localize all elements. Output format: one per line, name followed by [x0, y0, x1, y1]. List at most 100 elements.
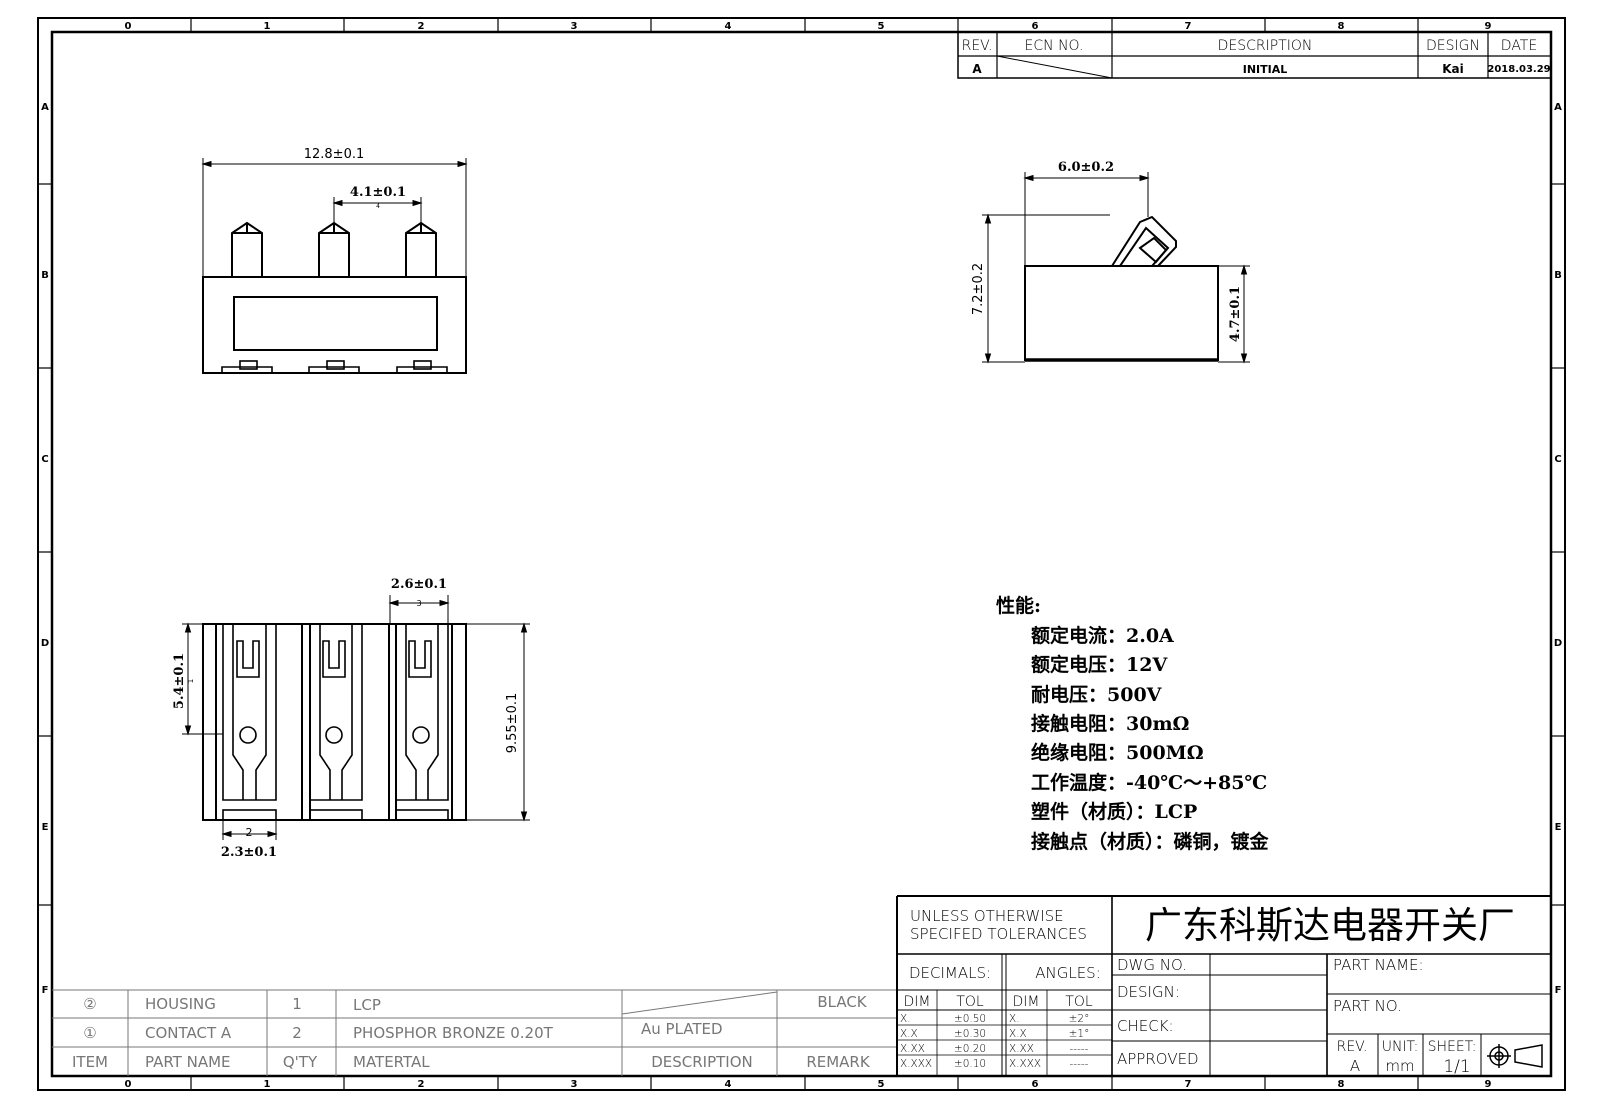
zone-col-8-top: 8	[1338, 21, 1345, 32]
angle-dim: X.	[1009, 1013, 1020, 1025]
zone-row-f-left: F	[42, 985, 49, 996]
dim-header-decimals: DIM	[904, 994, 931, 1010]
decimal-dim: X.X	[900, 1028, 918, 1040]
bottom-view: 2.6±0.1 3 5.4±0.1 1 9.55±0.1 2.3±0.1 2	[172, 577, 530, 860]
dim-bottom-pad-tag: 2	[246, 826, 253, 839]
part-name-label: PART NAME:	[1333, 956, 1424, 974]
bom-row-part-name: HOUSING	[145, 995, 216, 1013]
spec-title: 性能:	[996, 594, 1041, 617]
zone-row-b-right: B	[1554, 270, 1562, 281]
spec-line: 额定电流：2.0A	[1031, 624, 1174, 647]
title-block: UNLESS OTHERWISE SPECIFED TOLERANCES 广东科…	[896, 895, 1551, 1077]
rev-value: A	[1350, 1057, 1360, 1075]
revision-block: REV. ECN NO. DESCRIPTION DESIGN DATE A I…	[957, 31, 1552, 79]
dim-front-width: 12.8±0.1	[304, 147, 365, 162]
angle-tol: ±1°	[1069, 1028, 1090, 1040]
spec-line: 额定电压：12V	[1031, 653, 1168, 676]
zone-row-c-left: C	[41, 454, 48, 465]
zone-row-d-right: D	[1554, 638, 1562, 649]
company-name: 广东科斯达电器开关厂	[1145, 904, 1515, 947]
zone-col-2-top: 2	[418, 21, 425, 32]
sheet-label: SHEET:	[1428, 1039, 1477, 1055]
unit-value: mm	[1385, 1057, 1414, 1075]
bom-row-remark: BLACK	[817, 993, 867, 1011]
date-value: 2018.03.29	[1487, 64, 1550, 75]
dim-bottom-height: 9.55±0.1	[505, 693, 520, 754]
decimal-tol: ±0.10	[954, 1058, 986, 1070]
rev-value: A	[972, 62, 982, 76]
zone-col-0-top: 0	[125, 21, 132, 32]
bom-header-description: DESCRIPTION	[651, 1053, 753, 1071]
bom-row-qty: 1	[292, 995, 302, 1013]
bom-header-qty: Q'TY	[283, 1053, 318, 1071]
zone-row-e-left: E	[42, 822, 49, 833]
dim-side-width: 6.0±0.2	[1058, 160, 1114, 175]
outer-border	[37, 17, 1566, 1091]
dim-bottom-pitch-tag: 3	[416, 599, 421, 608]
dim-bottom-pad: 2.3±0.1	[221, 845, 277, 860]
dim-front-pitch: 4.1±0.1	[350, 185, 406, 200]
spec-line: 接触电阻：30mΩ	[1031, 712, 1190, 735]
bom-row-item: ②	[83, 995, 96, 1013]
rev-header: REV.	[962, 38, 993, 54]
description-value: INITIAL	[1243, 63, 1288, 76]
zone-col-2-bottom: 2	[418, 1079, 425, 1090]
dim-bottom-contact: 5.4±0.1	[172, 653, 187, 709]
inner-border	[50, 30, 1553, 1078]
check-label: CHECK:	[1117, 1017, 1174, 1035]
zone-col-7-bottom: 7	[1185, 1079, 1192, 1090]
bom-row-item: ①	[83, 1024, 96, 1042]
date-header: DATE	[1501, 38, 1537, 54]
tol-header-decimals: TOL	[956, 994, 984, 1010]
zone-col-4-bottom: 4	[725, 1079, 732, 1090]
zone-row-b-left: B	[41, 270, 49, 281]
decimals-label: DECIMALS:	[909, 964, 991, 982]
description-header: DESCRIPTION	[1218, 38, 1313, 54]
bom-header-item: ITEM	[72, 1053, 108, 1071]
zone-col-3-top: 3	[571, 21, 578, 32]
zone-col-6-top: 6	[1032, 21, 1039, 32]
angle-tol: -----	[1070, 1058, 1089, 1070]
decimal-tol: ±0.30	[954, 1028, 986, 1040]
design-label: DESIGN:	[1117, 983, 1180, 1001]
angle-dim: X.XX	[1009, 1043, 1034, 1055]
zone-col-5-bottom: 5	[878, 1079, 885, 1090]
zone-col-9-top: 9	[1485, 21, 1492, 32]
zone-col-9-bottom: 9	[1485, 1079, 1492, 1090]
tol-header-angles: TOL	[1065, 994, 1093, 1010]
zone-row-a-left: A	[41, 102, 49, 113]
bom-header-material: MATERTAL	[353, 1053, 430, 1071]
decimal-tol: ±0.50	[954, 1013, 986, 1025]
bom-header-part-name: PART NAME	[145, 1053, 231, 1071]
angles-label: ANGLES:	[1035, 964, 1101, 982]
spec-list: 性能: 额定电流：2.0A 额定电压：12V 耐电压：500V 接触电阻：30m…	[996, 594, 1270, 853]
zone-col-4-top: 4	[725, 21, 732, 32]
angle-tol: ±2°	[1069, 1013, 1090, 1025]
bom-row-material: LCP	[353, 996, 381, 1014]
zone-row-a-right: A	[1554, 102, 1562, 113]
bom-header-remark: REMARK	[806, 1053, 871, 1071]
spec-line: 耐电压：500V	[1031, 683, 1163, 706]
bom-row-part-name: CONTACT A	[145, 1024, 232, 1042]
rev-label: REV.	[1337, 1039, 1368, 1055]
bom-row-qty: 2	[292, 1024, 302, 1042]
decimal-dim: X.	[900, 1013, 911, 1025]
dim-bottom-pitch: 2.6±0.1	[391, 577, 447, 592]
zone-col-7-top: 7	[1185, 21, 1192, 32]
dim-bottom-contact-tag: 1	[187, 679, 195, 683]
spec-line: 接触点（材质）：磷铜，镀金	[1031, 830, 1270, 853]
sheet-value: 1/1	[1443, 1057, 1470, 1077]
dim-side-body: 4.7±0.1	[1228, 286, 1243, 342]
unit-label: UNIT:	[1382, 1039, 1419, 1055]
design-header: DESIGN	[1426, 38, 1480, 54]
angle-dim: X.XXX	[1009, 1058, 1041, 1070]
angle-tol: -----	[1070, 1043, 1089, 1055]
zone-col-5-top: 5	[878, 21, 885, 32]
spec-line: 工作温度：-40℃～+85℃	[1031, 771, 1267, 794]
front-view: 12.8±0.1 4.1±0.1 4	[201, 147, 468, 374]
zone-col-6-bottom: 6	[1032, 1079, 1039, 1090]
zone-col-3-bottom: 3	[571, 1079, 578, 1090]
decimal-dim: X.XX	[900, 1043, 925, 1055]
dim-side-height: 7.2±0.2	[971, 263, 986, 315]
